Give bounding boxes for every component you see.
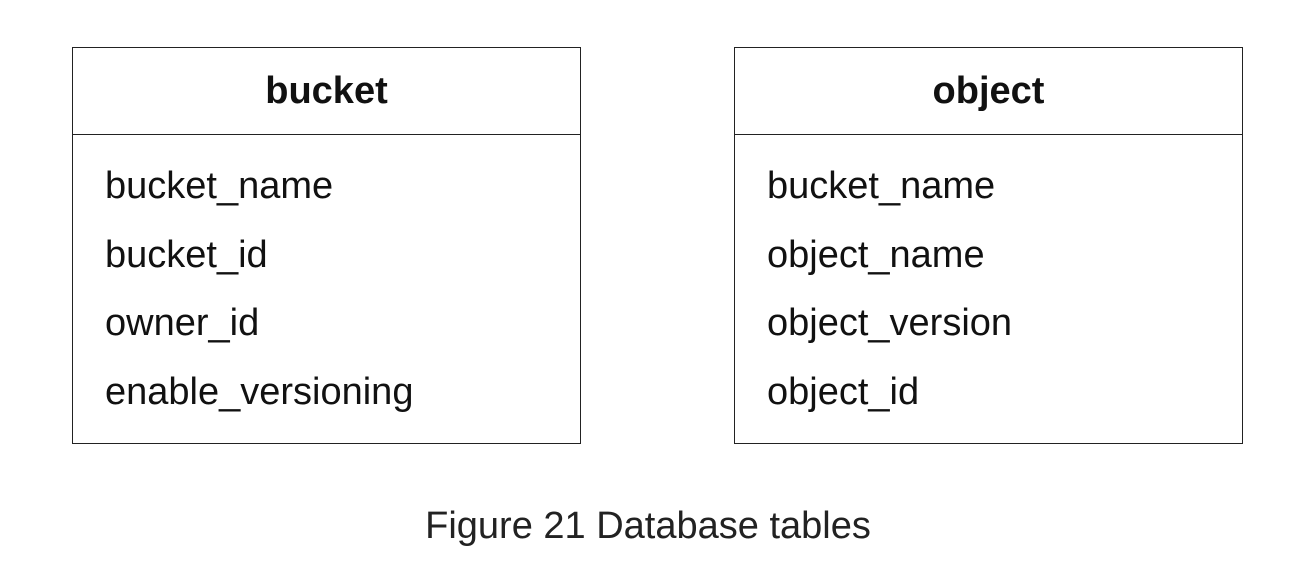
object-field-object-version: object_version [767,302,1013,344]
bucket-field-bucket-id: bucket_id [105,233,268,276]
bucket-field-enable-versioning: enable_versioning [105,370,414,413]
bucket-field-owner-id: owner_id [105,302,260,344]
object-table: object bucket_name object_name object_ve… [734,47,1243,444]
bucket-table: bucket bucket_name bucket_id owner_id en… [72,47,581,444]
object-field-object-id: object_id [767,370,920,413]
object-field-bucket-name: bucket_name [767,165,996,207]
bucket-table-fields: bucket_name bucket_id owner_id enable_ve… [105,167,413,441]
object-field-object-name: object_name [767,233,985,276]
bucket-table-title: bucket [73,48,580,135]
figure-caption: Figure 21 Database tables [425,505,871,547]
object-table-title: object [735,48,1242,135]
bucket-field-bucket-name: bucket_name [105,165,334,207]
object-table-fields: bucket_name object_name object_version o… [767,167,1012,441]
